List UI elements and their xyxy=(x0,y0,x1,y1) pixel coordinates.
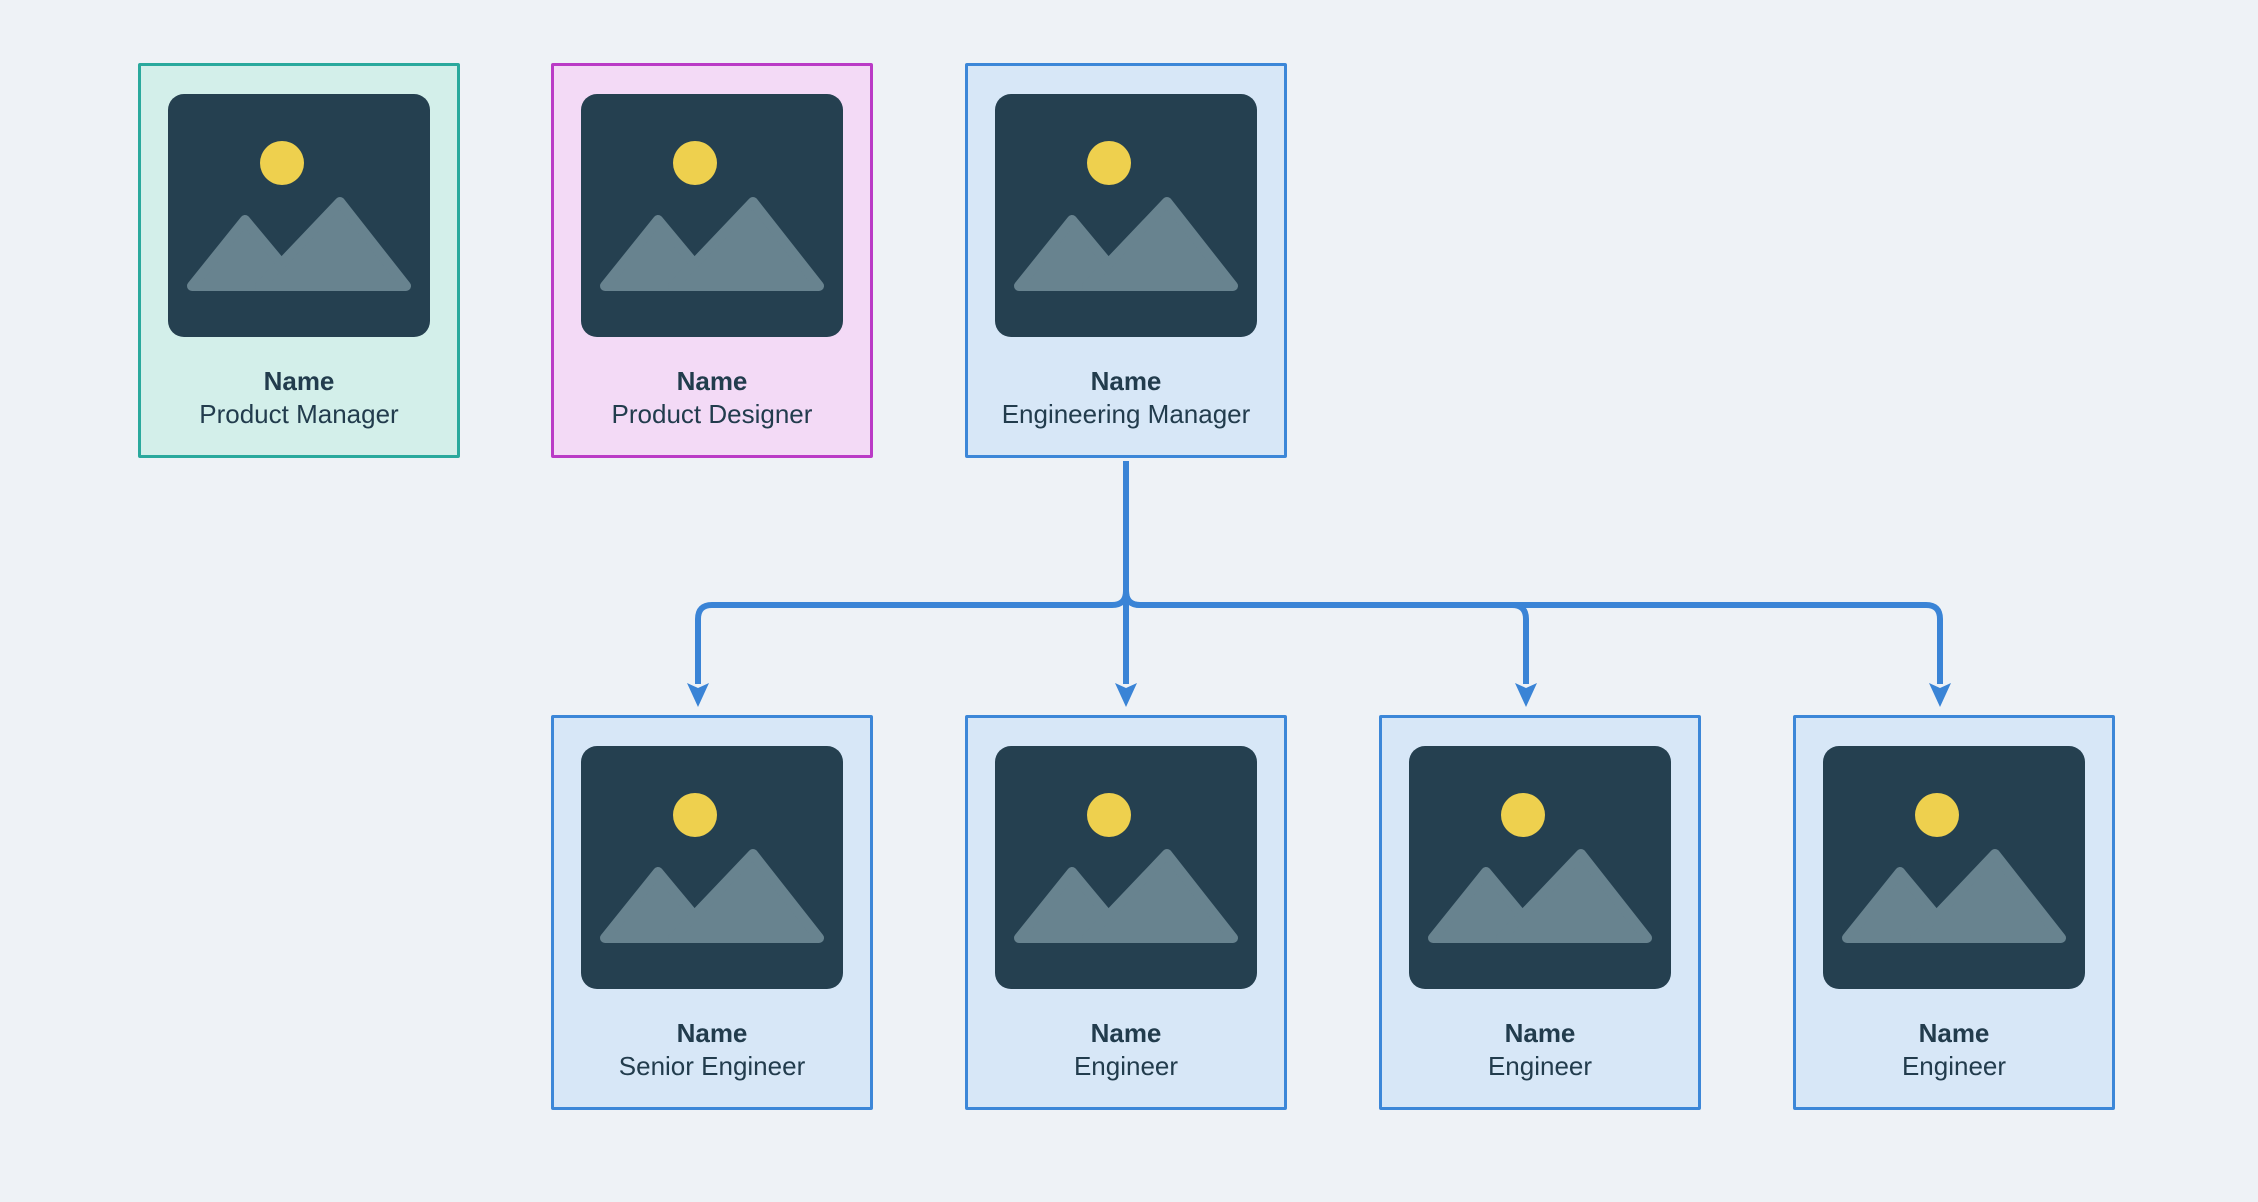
image-placeholder-icon xyxy=(995,746,1257,989)
org-card-engineer-1[interactable]: Name Engineer xyxy=(965,715,1287,1110)
person-role: Product Designer xyxy=(611,399,813,429)
image-placeholder-icon xyxy=(168,94,430,337)
connector-to-engineer-2[interactable] xyxy=(1123,461,1537,707)
image-placeholder-icon xyxy=(1409,746,1671,989)
image-placeholder-icon xyxy=(995,94,1257,337)
person-name: Name xyxy=(263,366,335,396)
arrowhead-icon xyxy=(1515,683,1537,707)
person-name: Name xyxy=(1090,366,1162,396)
person-role: Engineer xyxy=(1487,1051,1593,1081)
person-role: Senior Engineer xyxy=(618,1051,806,1081)
image-placeholder-icon xyxy=(1823,746,2085,989)
org-card-engineer-3[interactable]: Name Engineer xyxy=(1793,715,2115,1110)
arrowhead-icon xyxy=(687,683,709,707)
person-role: Engineer xyxy=(1901,1051,2007,1081)
arrowhead-icon xyxy=(1115,683,1137,707)
arrowhead-icon xyxy=(1929,683,1951,707)
org-card-engineer-2[interactable]: Name Engineer xyxy=(1379,715,1701,1110)
image-placeholder-icon xyxy=(581,94,843,337)
connector-to-engineer-3[interactable] xyxy=(1123,461,1951,707)
person-name: Name xyxy=(676,1018,748,1048)
org-card-engineering-manager[interactable]: Name Engineering Manager xyxy=(965,63,1287,458)
person-role: Engineering Manager xyxy=(1001,399,1251,429)
person-role: Engineer xyxy=(1073,1051,1179,1081)
image-placeholder-icon xyxy=(581,746,843,989)
org-card-product-designer[interactable]: Name Product Designer xyxy=(551,63,873,458)
person-role: Product Manager xyxy=(199,399,399,429)
person-name: Name xyxy=(1090,1018,1162,1048)
person-name: Name xyxy=(1918,1018,1990,1048)
org-card-senior-engineer[interactable]: Name Senior Engineer xyxy=(551,715,873,1110)
person-name: Name xyxy=(1504,1018,1576,1048)
person-name: Name xyxy=(676,366,748,396)
org-card-product-manager[interactable]: Name Product Manager xyxy=(138,63,460,458)
connector-to-senior-engineer[interactable] xyxy=(687,461,1129,707)
